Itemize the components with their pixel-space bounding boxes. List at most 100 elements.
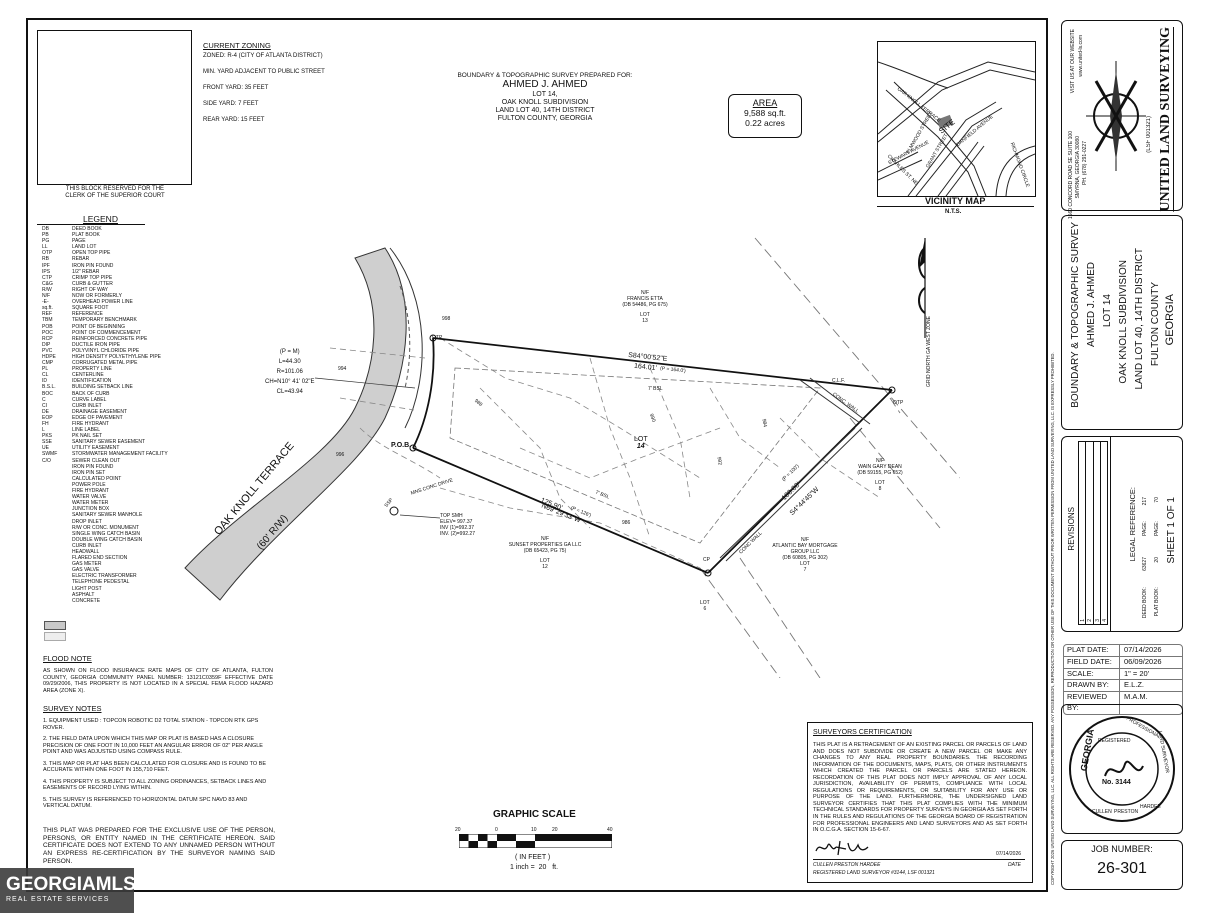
legend-row: IRON PIN FOUND bbox=[42, 464, 168, 470]
certification-title: SURVEYORS CERTIFICATION bbox=[813, 729, 912, 736]
concrete-swatch bbox=[44, 632, 66, 641]
certification-text: THIS PLAT IS A RETRACEMENT OF AN EXISTIN… bbox=[813, 742, 1027, 834]
watermark-sub: REAL ESTATE SERVICES bbox=[6, 896, 110, 903]
legend-description: WATER METER bbox=[72, 500, 109, 507]
title-line: LAND LOT 40, 14TH DISTRICT bbox=[1134, 248, 1145, 390]
curve-line: L=44.30 bbox=[278, 359, 301, 365]
info-key: PLAT DATE: bbox=[1064, 645, 1120, 656]
vicinity-title: VICINITY MAP bbox=[925, 196, 986, 206]
neighbor-lot: LOT bbox=[540, 558, 550, 564]
legend-row: DROP INLET bbox=[42, 519, 168, 525]
legend-description: CURB INLET bbox=[72, 402, 102, 409]
edge-of-pavement bbox=[399, 285, 411, 389]
plat-info-table: PLAT DATE:07/14/2026 FIELD DATE:06/09/20… bbox=[1063, 644, 1183, 715]
legend-row: POWER POLE bbox=[42, 482, 168, 488]
neighbor-nf: N/F bbox=[875, 458, 885, 464]
zoning-line: SIDE YARD: 7 FEET bbox=[203, 101, 259, 107]
revision-number: 1 bbox=[1080, 619, 1086, 622]
legend-description: FLARED END SECTION bbox=[72, 555, 128, 562]
signature-rule bbox=[813, 859, 1025, 860]
company-box: UNITED LAND SURVEYING (LSF 001321) 1560 … bbox=[1061, 20, 1183, 219]
legend-description: HEADWALL bbox=[72, 548, 100, 555]
info-value: 1" = 20' bbox=[1124, 668, 1150, 678]
info-value: M.A.M. bbox=[1124, 692, 1148, 702]
legend-abbrev: BOC bbox=[42, 390, 53, 397]
vicinity-map: SITE OAK KNOLL TERRACE ELMWOOD STREET GR… bbox=[877, 41, 1036, 197]
legend-row: SINGLE WING CATCH BASIN bbox=[42, 531, 168, 537]
legend-row: CONCRETE bbox=[42, 598, 168, 604]
legend-description: OVERHEAD POWER LINE bbox=[72, 299, 133, 306]
legend-abbrev: SWMF bbox=[42, 451, 58, 458]
neighbor-ref: (DB 65423, PG 75) bbox=[523, 548, 567, 554]
legend-abbrev: C bbox=[42, 396, 46, 403]
title-line: LOT 14 bbox=[1102, 294, 1113, 328]
legend-row: JUNCTION BOX bbox=[42, 506, 168, 512]
info-value: 07/14/2026 bbox=[1124, 645, 1162, 654]
legend-description: TEMPORARY BENCHMARK bbox=[72, 317, 137, 324]
contour-label: 992 bbox=[715, 456, 723, 466]
legend-description: HIGH DENSITY POLYETHYLENE PIPE bbox=[72, 353, 162, 360]
lot-label: LOT bbox=[634, 436, 648, 443]
seal-text: HARDEE bbox=[1140, 804, 1161, 810]
contour-label: 996 bbox=[336, 452, 345, 458]
area-acres: 0.22 acres bbox=[745, 118, 785, 128]
legend-abbrev: CL bbox=[42, 372, 49, 379]
legend-abbrev: OTP bbox=[42, 250, 53, 257]
copyright-notice: COPYRIGHT 2026 UNITED LAND SURVEYING, LL… bbox=[1050, 352, 1055, 885]
flood-title: FLOOD NOTE bbox=[43, 654, 92, 663]
certification-date: 07/14/2026 bbox=[996, 851, 1022, 857]
legend-row: CURB INLET bbox=[42, 543, 168, 549]
sheet-number: SHEET 1 OF 1 bbox=[1166, 497, 1177, 564]
neighbor-ref: (DB 54486, PG 675) bbox=[622, 302, 668, 308]
legend-abbrev: IPF bbox=[42, 262, 50, 269]
lot-14-label: LOT 14 bbox=[634, 436, 648, 450]
seal-text: CULLEN bbox=[1092, 809, 1112, 815]
legend-description: DOUBLE WING CATCH BASIN bbox=[72, 536, 143, 543]
survey-notes-title: SURVEY NOTES bbox=[43, 704, 102, 713]
manhole-data: TOP SMH ELEV= 997.37 INV (1)=992.37 INV.… bbox=[440, 513, 475, 537]
legend-description: PLAT BOOK bbox=[72, 232, 100, 239]
legend-abbrev: DE bbox=[42, 408, 49, 415]
clerk-block bbox=[37, 30, 192, 185]
revision-col: 2 bbox=[1086, 442, 1094, 624]
legend-description: UTILITY EASEMENT bbox=[72, 445, 120, 452]
legend-description: R/W OR CONC. MONUMENT bbox=[72, 524, 139, 531]
header-lot: LOT 14, bbox=[532, 91, 558, 98]
legend-title: LEGEND bbox=[83, 214, 118, 224]
neighbor-nf: N/F bbox=[640, 290, 650, 296]
cp-label: CP bbox=[703, 557, 710, 563]
manhole-line: INV (1)=992.37 bbox=[440, 525, 475, 531]
scale-unit: ( IN FEET ) bbox=[515, 854, 551, 861]
surveyor-seal bbox=[1069, 716, 1175, 822]
company-address: 1560 CONCORD ROAD SE SUITE 100 bbox=[1068, 131, 1074, 220]
header-land-lot: LAND LOT 40, 14TH DISTRICT bbox=[495, 107, 595, 114]
zoning-line: ZONED: R-4 (CITY OF ATLANTA DISTRICT) bbox=[203, 53, 323, 59]
legend-description: DEED BOOK bbox=[72, 226, 102, 232]
job-number: 26-301 bbox=[1097, 860, 1147, 877]
neighbor-name: WAIN GARY DEAN bbox=[858, 464, 902, 470]
revision-number: 2 bbox=[1087, 619, 1094, 622]
otp-label: OTP bbox=[432, 335, 443, 341]
title-line: BOUNDARY & TOPOGRAPHIC SURVEY bbox=[1070, 222, 1081, 408]
survey-note: 2. THE FIELD DATA UPON WHICH THIS MAP OR… bbox=[43, 736, 263, 755]
legend-abbrev: C/O bbox=[42, 457, 51, 464]
title-line: GEORGIA bbox=[1164, 294, 1176, 346]
legend-description: CALCULATED POINT bbox=[72, 475, 122, 482]
info-key: REVIEWED BY: bbox=[1064, 692, 1120, 714]
legend-description: DUCTILE IRON PIPE bbox=[72, 341, 121, 348]
neighbor-lot: LOT bbox=[640, 312, 650, 318]
survey-note: 1. EQUIPMENT USED : TOPCON ROBOTIC D2 TO… bbox=[43, 718, 259, 731]
asphalt-swatch bbox=[44, 621, 66, 630]
revision-table: 1 2 3 4 bbox=[1078, 441, 1108, 625]
legend-abbrev: R/W bbox=[42, 286, 52, 293]
legal-divider bbox=[1110, 437, 1111, 631]
